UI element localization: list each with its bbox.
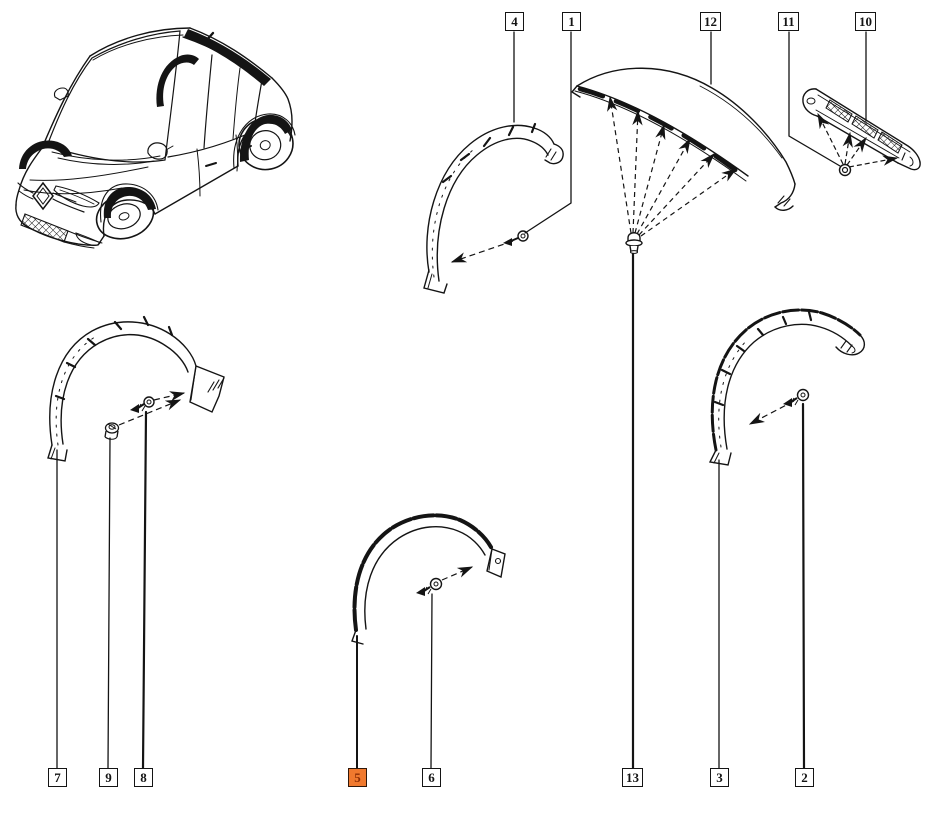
callout-label-6: 6 xyxy=(428,770,435,785)
callout-box-7[interactable]: 7 xyxy=(48,768,67,787)
assembly-arrow-1-to-4 xyxy=(450,240,514,263)
fastener-illustration-9 xyxy=(104,422,120,440)
part-illustration-10 xyxy=(802,88,921,171)
leader-line-11 xyxy=(788,31,841,167)
assembly-arrow-6-to-5 xyxy=(441,566,474,581)
leader-line-6 xyxy=(430,593,433,769)
callout-leader-lines xyxy=(56,31,867,770)
part-illustration-12 xyxy=(570,67,796,211)
leader-line-8 xyxy=(141,410,148,770)
part-illustration-3 xyxy=(708,308,866,466)
callout-label-5: 5 xyxy=(354,770,361,785)
callout-box-6[interactable]: 6 xyxy=(422,768,441,787)
fastener-illustration-11 xyxy=(838,163,852,177)
fastener-illustration-2 xyxy=(783,388,810,407)
assembly-arrows-11-to-10 xyxy=(817,112,899,168)
front-wheel xyxy=(95,192,155,240)
callout-label-12: 12 xyxy=(704,14,717,29)
leader-line-1 xyxy=(524,31,572,234)
callout-label-9: 9 xyxy=(105,770,112,785)
fastener-illustration-8 xyxy=(130,396,155,413)
callout-box-12[interactable]: 12 xyxy=(700,12,721,31)
callout-box-11[interactable]: 11 xyxy=(778,12,799,31)
callout-label-3: 3 xyxy=(716,770,723,785)
front-grille-detail xyxy=(17,181,103,249)
callout-label-10: 10 xyxy=(859,14,872,29)
leader-line-9 xyxy=(107,437,111,769)
callout-box-9[interactable]: 9 xyxy=(99,768,118,787)
callout-box-2[interactable]: 2 xyxy=(795,768,814,787)
fastener-illustration-1 xyxy=(503,230,529,246)
callout-box-1[interactable]: 1 xyxy=(562,12,581,31)
callout-label-8: 8 xyxy=(140,770,147,785)
callout-box-3[interactable]: 3 xyxy=(710,768,729,787)
assembly-arrow-2-to-3 xyxy=(748,400,795,425)
callout-label-2: 2 xyxy=(801,770,808,785)
part-illustration-7 xyxy=(47,315,225,462)
callout-label-1: 1 xyxy=(568,14,575,29)
vehicle-illustration xyxy=(15,27,296,249)
assembly-arrows-13-to-12 xyxy=(607,95,738,237)
fastener-illustration-6 xyxy=(416,577,443,596)
callout-box-8[interactable]: 8 xyxy=(134,768,153,787)
part-illustration-4 xyxy=(423,122,564,294)
callout-box-5[interactable]: 5 xyxy=(348,768,367,787)
callout-label-11: 11 xyxy=(782,14,795,29)
rear-wheel xyxy=(238,117,294,171)
callout-label-7: 7 xyxy=(54,770,61,785)
part-illustration-5 xyxy=(351,513,506,645)
callout-box-4[interactable]: 4 xyxy=(505,12,524,31)
callout-label-13: 13 xyxy=(626,770,639,785)
assembly-arrows-to-7 xyxy=(118,391,186,426)
callout-label-4: 4 xyxy=(511,14,518,29)
callout-box-13[interactable]: 13 xyxy=(622,768,643,787)
fastener-illustration-13 xyxy=(625,232,643,254)
callout-box-10[interactable]: 10 xyxy=(855,12,876,31)
leader-line-2 xyxy=(801,402,806,770)
